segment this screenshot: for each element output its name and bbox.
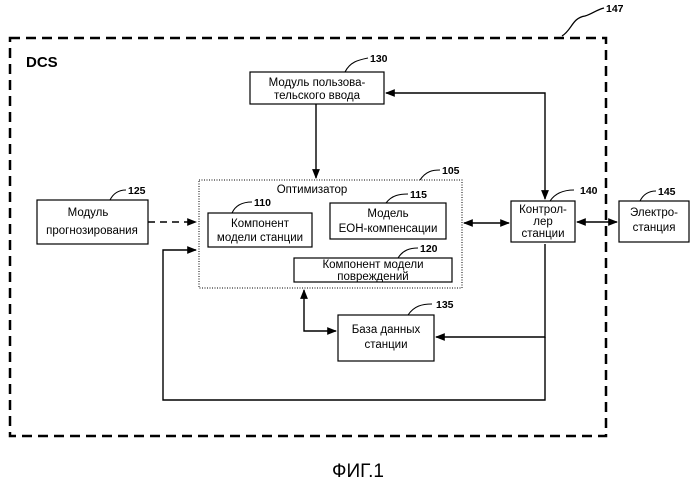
- ref-140: 140: [580, 185, 598, 197]
- station-database: [338, 315, 434, 361]
- ref-130-leader: [345, 58, 368, 72]
- forecasting-label-2: прогнозирования: [46, 225, 138, 237]
- forecasting-label-1: Модуль: [68, 207, 109, 219]
- database-label-2: станции: [364, 339, 407, 351]
- ref-130: 130: [370, 53, 388, 65]
- ref-140-leader: [550, 190, 574, 201]
- ref-125-leader: [110, 190, 126, 200]
- user-input-label-2: тельского ввода: [274, 90, 361, 102]
- ref-105-leader: [420, 170, 440, 180]
- ref-145-leader: [640, 191, 656, 201]
- arrow-controller-to-user-input: [386, 93, 545, 199]
- ref-125: 125: [128, 185, 146, 197]
- ref-120-leader: [398, 248, 418, 258]
- dcs-label: DCS: [26, 54, 58, 71]
- damage-model-label-1: Компонент модели: [322, 259, 423, 271]
- plant-model-label-2: модели станции: [217, 232, 303, 244]
- plant-label-1: Электро-: [630, 207, 678, 219]
- ref-115: 115: [410, 189, 427, 201]
- ref-115-leader: [386, 194, 408, 203]
- plant-label-2: станция: [633, 222, 676, 234]
- eoh-model-label-1: Модель: [367, 208, 408, 220]
- eoh-model-label-2: EOH-компенсации: [339, 223, 438, 235]
- arrow-optimizer-database: [304, 290, 336, 331]
- ref-135: 135: [436, 299, 454, 311]
- ref-120: 120: [420, 243, 438, 255]
- figure-caption: ФИГ.1: [332, 461, 384, 482]
- database-label-1: База данных: [352, 324, 421, 336]
- optimizer-label: Оптимизатор: [277, 184, 348, 196]
- ref-110-leader: [232, 202, 252, 213]
- ref-110: 110: [254, 197, 271, 209]
- controller-label-3: станции: [521, 228, 564, 240]
- user-input-label-1: Модуль пользова-: [269, 77, 366, 89]
- ref-147-leader: [562, 8, 604, 36]
- damage-model-label-2: повреждений: [337, 271, 408, 283]
- controller-label-1: Контрол-: [519, 204, 567, 216]
- ref-147: 147: [606, 3, 624, 15]
- ref-135-leader: [408, 304, 432, 315]
- controller-label-2: лер: [533, 216, 553, 228]
- ref-145: 145: [658, 186, 676, 198]
- plant-model-label-1: Компонент: [231, 218, 290, 230]
- ref-105: 105: [442, 165, 460, 177]
